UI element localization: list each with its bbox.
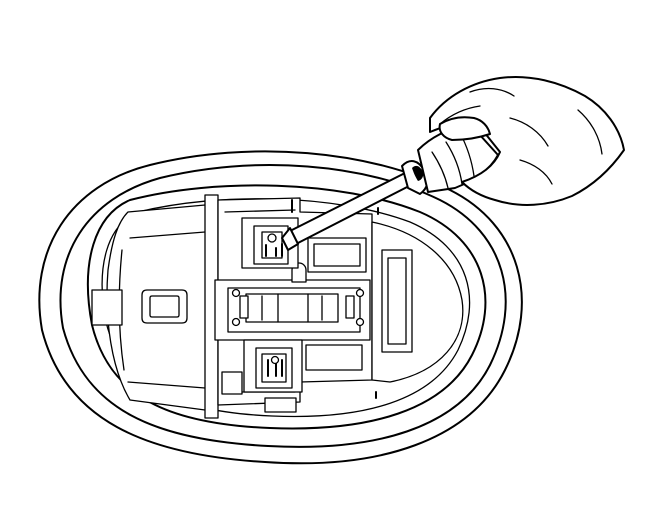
- switch-knob: [141, 289, 188, 324]
- hand: [429, 75, 625, 206]
- bulb-holder: [214, 262, 371, 341]
- lamp-socket-upper: [241, 217, 299, 269]
- lamp-socket-lower: [243, 339, 303, 393]
